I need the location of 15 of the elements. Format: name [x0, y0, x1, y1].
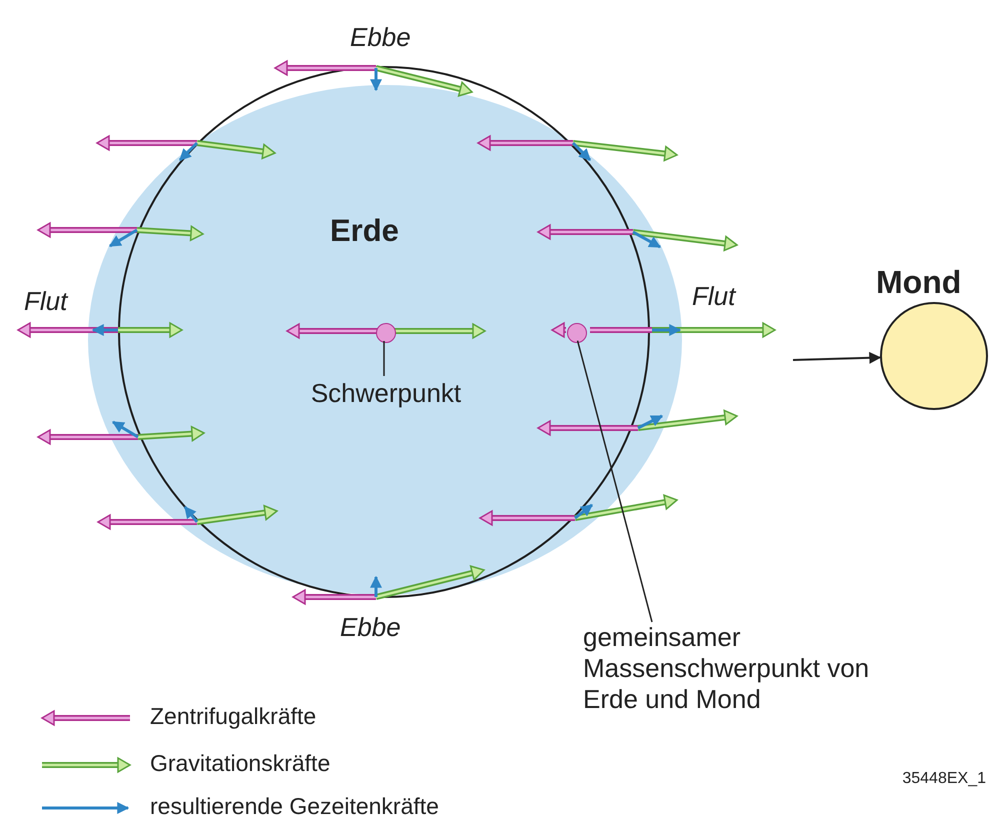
- high-tide-label: Flut: [692, 281, 736, 312]
- leader-line: [383, 341, 385, 376]
- image-code: 35448EX_1: [902, 770, 986, 788]
- center-label: Schwerpunkt: [276, 378, 496, 414]
- low-tide-label: Ebbe: [350, 22, 411, 53]
- arrow: [792, 352, 882, 364]
- earth-label: Erde: [330, 213, 399, 249]
- barycenter-label: gemeinsamer Massenschwerpunkt von Erde und Mond: [583, 622, 913, 726]
- low-tide-label: Ebbe: [340, 612, 401, 643]
- moon-label: Mond: [876, 264, 962, 301]
- legend-text: Gravitationskräfte: [150, 750, 330, 777]
- high-tide-label: Flut: [24, 286, 68, 317]
- legend-text: resultierende Gezeitenkräfte: [150, 793, 439, 820]
- legend-text: Zentrifugalkräfte: [150, 703, 316, 730]
- leader-line: [576, 340, 653, 622]
